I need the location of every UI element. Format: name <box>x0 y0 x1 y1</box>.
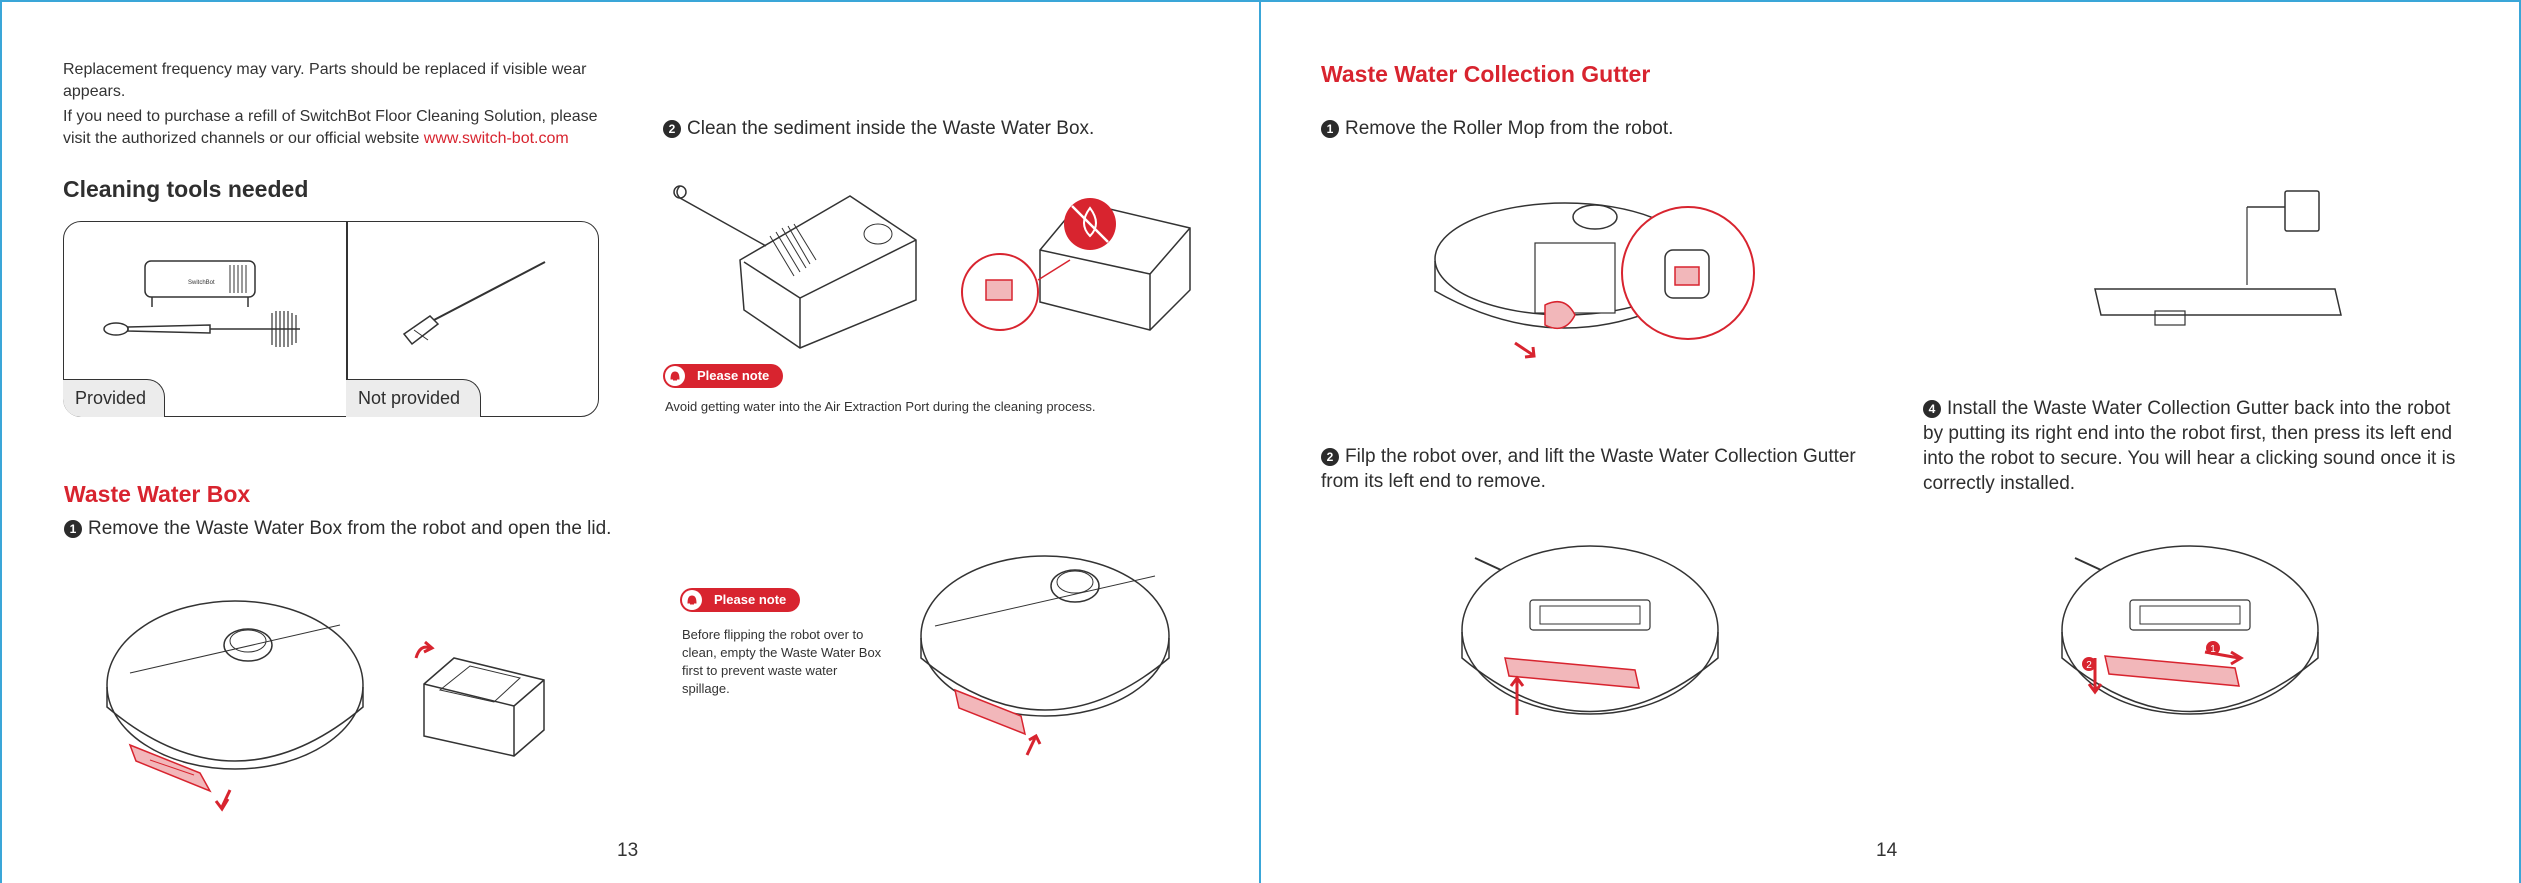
website-link[interactable]: www.switch-bot.com <box>423 130 569 147</box>
tools-box-divider <box>346 222 348 416</box>
robot-waste-box-removal-illustration <box>106 600 364 812</box>
intro-purchase-prefix: If you need to purchase a refill of Swit… <box>63 108 598 147</box>
flipped-robot-lift-gutter-illustration <box>1461 545 1719 715</box>
brush-cleaning-box-illustration <box>673 185 917 349</box>
note-bell-icon-2 <box>682 590 702 610</box>
robot-waste-box-illustration <box>920 555 1170 756</box>
note-air-extraction-text: Avoid getting water into the Air Extract… <box>665 399 1096 414</box>
please-note-badge-2: Please note <box>680 588 801 612</box>
waste-box-step1: 1 Remove the Waste Water Box from the rob… <box>64 516 664 541</box>
intro-purchase-text: If you need to purchase a refill of Swit… <box>63 106 623 150</box>
gutter-step4-text: Install the Waste Water Collection Gutte… <box>1923 398 2456 494</box>
page-divider <box>1259 0 1261 883</box>
not-provided-tab: Not provided <box>346 379 481 417</box>
please-note-label-2: Please note <box>714 592 787 607</box>
gutter-step4-badge: 4 <box>1923 400 1941 418</box>
gutter-step1: 1 Remove the Roller Mop from the robot. <box>1321 116 1921 141</box>
cleaning-brush-icon: SwitchBot <box>103 260 300 347</box>
roller-mop-removal-illustration <box>1434 202 1755 359</box>
waste-box-step2-text: Clean the sediment inside the Waste Wate… <box>687 118 1095 139</box>
air-extraction-port-illustration <box>961 198 1191 331</box>
page-number-14: 14 <box>1876 840 1898 861</box>
please-note-badge-1: Please note <box>663 364 784 388</box>
callout-1-text: 1 <box>2210 644 2216 655</box>
provided-tab: Provided <box>63 379 165 417</box>
install-gutter-illustration: 1 2 <box>2061 545 2319 715</box>
please-note-label-1: Please note <box>697 368 770 383</box>
step1-number-badge: 1 <box>64 520 82 538</box>
brush-brand-text: SwitchBot <box>188 280 215 286</box>
cleaning-tools-box: Provided Not provided <box>63 221 599 417</box>
opened-waste-box-illustration <box>414 640 545 757</box>
waste-box-step2: 2 Clean the sediment inside the Waste Wat… <box>663 116 1263 141</box>
note-bell-icon <box>665 366 685 386</box>
page-frame-right <box>2519 0 2521 883</box>
page-number-13: 13 <box>617 840 639 861</box>
step2-number-badge: 2 <box>663 120 681 138</box>
callout-2-text: 2 <box>2086 660 2092 671</box>
gutter-step1-text: Remove the Roller Mop from the robot. <box>1345 118 1674 139</box>
waste-box-step1-text: Remove the Waste Water Box from the robo… <box>88 518 612 539</box>
gutter-heading: Waste Water Collection Gutter <box>1321 61 1651 87</box>
gutter-step2-text: Filp the robot over, and lift the Waste … <box>1321 446 1856 492</box>
waste-water-box-heading: Waste Water Box <box>64 481 251 507</box>
cleaning-tools-heading: Cleaning tools needed <box>63 176 309 202</box>
intro-replacement-text: Replacement frequency may vary. Parts sh… <box>63 61 587 100</box>
gutter-step1-badge: 1 <box>1321 120 1339 138</box>
page-frame-top <box>0 0 2521 2</box>
note-flip-robot-text: Before flipping the robot over to clean,… <box>682 627 882 696</box>
page-frame-left <box>0 0 2 883</box>
gutter-step2-badge: 2 <box>1321 448 1339 466</box>
gutter-part-illustration <box>2094 190 2342 326</box>
screwdriver-icon <box>402 261 546 346</box>
